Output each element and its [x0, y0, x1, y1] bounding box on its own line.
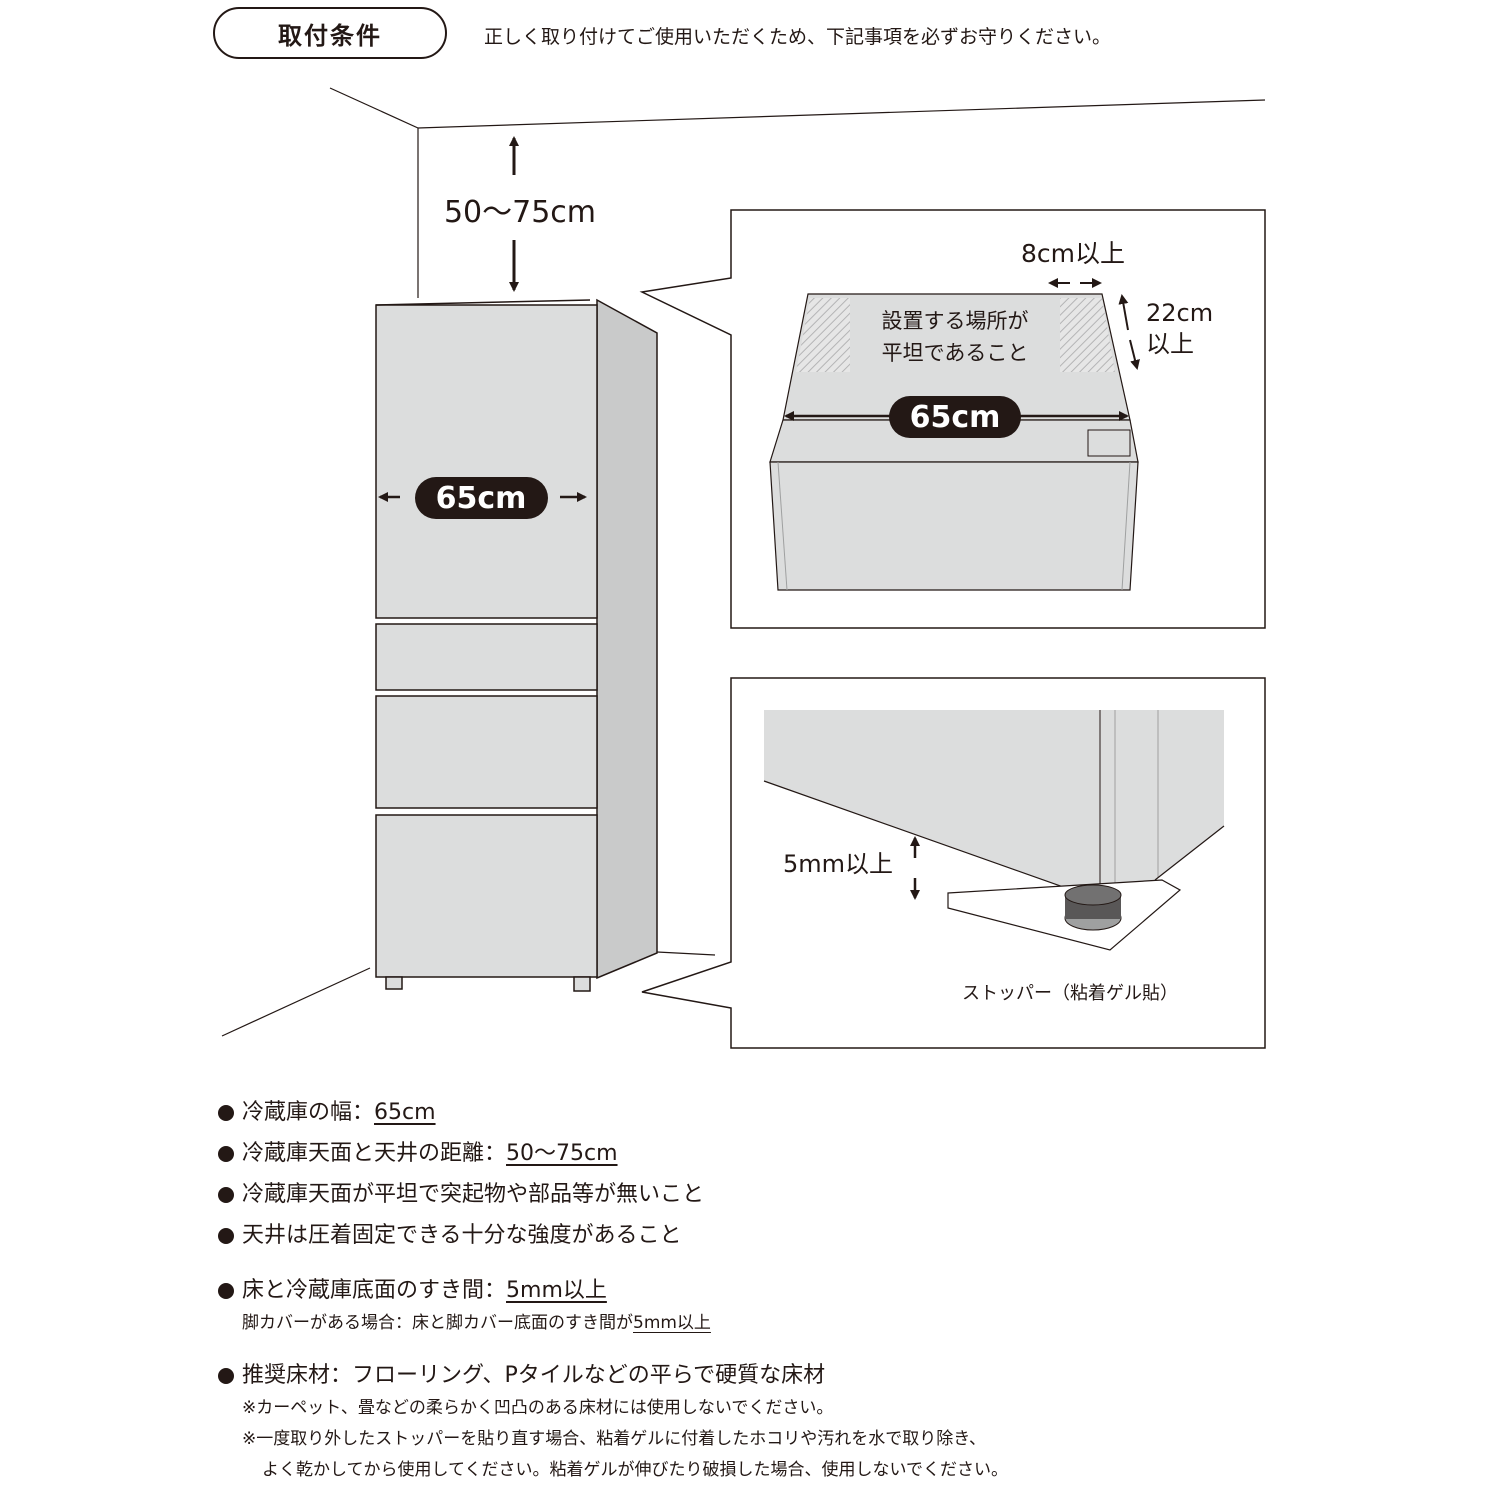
- condition-ceiling-strength: 天井は圧着固定できる十分な強度があること: [218, 1221, 1298, 1251]
- bullet-icon: [218, 1368, 234, 1384]
- condition-width: 冷蔵庫の幅：65cm: [218, 1098, 1298, 1128]
- condition-flat-top: 冷蔵庫天面が平坦で突起物や部品等が無いこと: [218, 1180, 1298, 1210]
- floor-gap-label: 5mm以上: [783, 850, 893, 878]
- flooring-note-2: ※一度取り外したストッパーを貼り直す場合、粘着ゲルに付着したホコリや汚れを水で取…: [242, 1429, 987, 1449]
- condition-floor-gap: 床と冷蔵庫底面のすき間：5mm以上: [218, 1276, 1298, 1306]
- condition-ceiling-distance: 冷蔵庫天面と天井の距離：50〜75cm: [218, 1139, 1298, 1169]
- edge-margin-label: 8cm以上: [1021, 239, 1125, 268]
- bullet-icon: [218, 1228, 234, 1244]
- intro-text: 正しく取り付けてご使用いただくため、下記事項を必ずお守りください。: [484, 26, 1112, 48]
- conditions-list: 冷蔵庫の幅：65cm 冷蔵庫天面と天井の距離：50〜75cm 冷蔵庫天面が平坦で…: [218, 1098, 1298, 1486]
- stopper-pad: [947, 879, 1182, 951]
- bullet-icon: [218, 1283, 234, 1299]
- depth-margin-line2: 以上: [1146, 330, 1194, 358]
- condition-floor-gap-note: 脚カバーがある場合：床と脚カバー底面のすき間が5mm以上: [242, 1313, 711, 1333]
- bullet-icon: [218, 1146, 234, 1162]
- section-title: 取付条件: [278, 21, 382, 50]
- bullet-icon: [218, 1187, 234, 1203]
- ceiling-distance-label: 50〜75cm: [444, 195, 596, 230]
- bottom-detail-callout: 5mm以上 ストッパー（粘着ゲル貼）: [641, 677, 1266, 1049]
- flooring-note-3: よく乾かしてから使用してください。粘着ゲルが伸びたり破損した場合、使用しないでく…: [262, 1460, 1008, 1480]
- condition-flooring: 推奨床材：フローリング、Pタイルなどの平らで硬質な床材: [218, 1361, 1298, 1391]
- bullet-icon: [218, 1105, 234, 1121]
- flat-surface-line1: 設置する場所が: [882, 309, 1029, 333]
- fridge-width-badge: 65cm: [378, 477, 587, 519]
- flat-surface-line2: 平坦であること: [882, 341, 1029, 365]
- top-detail-callout: 設置する場所が 平坦であること 8cm以上 22cm 以上 65cm: [639, 209, 1266, 629]
- ceiling-distance-arrow: 50〜75cm: [444, 136, 596, 292]
- margin-hatch-right: [1060, 298, 1115, 372]
- margin-hatch-left: [796, 298, 850, 372]
- refrigerator: [375, 298, 658, 992]
- room-lines: [221, 87, 1266, 1037]
- section-title-pill: 取付条件: [213, 7, 447, 59]
- flooring-note-1: ※カーペット、畳などの柔らかく凹凸のある床材には使用しないでください。: [242, 1398, 834, 1418]
- depth-margin-line1: 22cm: [1146, 299, 1213, 327]
- fridge-width-label: 65cm: [436, 481, 527, 516]
- stopper-label: ストッパー（粘着ゲル貼）: [962, 983, 1178, 1004]
- top-width-label: 65cm: [910, 400, 1001, 435]
